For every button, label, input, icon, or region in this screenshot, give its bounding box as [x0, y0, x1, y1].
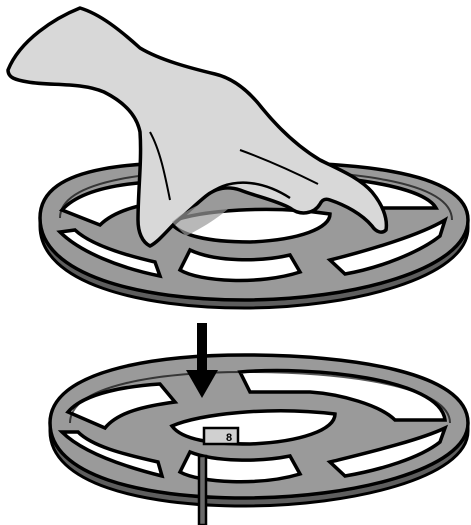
clip-mark: 8: [226, 432, 232, 444]
spindle: [199, 456, 206, 525]
bottom-ring: 8: [50, 355, 468, 525]
center-clip: 8: [204, 428, 238, 444]
